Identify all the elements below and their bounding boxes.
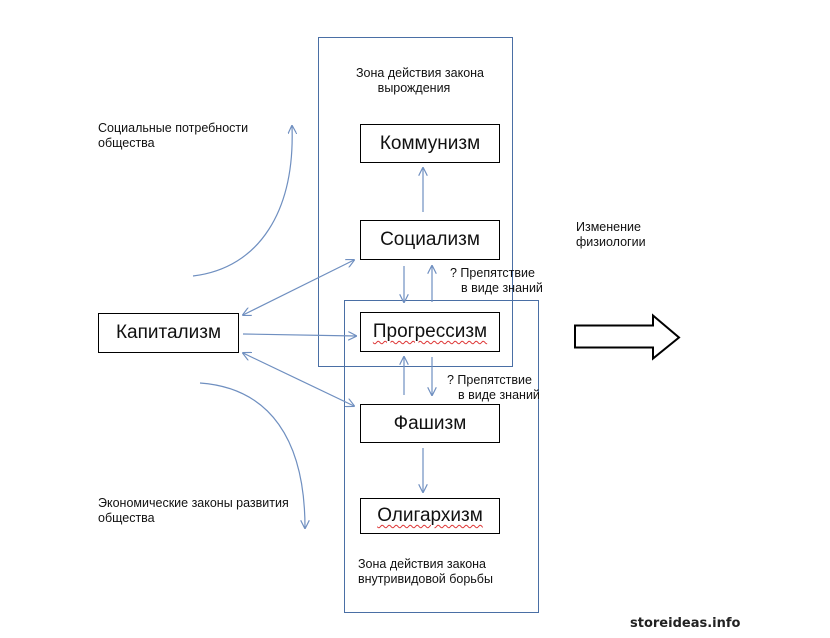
- intraspecies-zone-label-line2: внутривидовой борьбы: [358, 572, 493, 586]
- economic-laws-curve-arrow: [199, 382, 305, 528]
- arrow-capitalism-socialism: [243, 260, 354, 315]
- progressism-label: Прогрессизм: [372, 321, 488, 342]
- fascism-label: Фашизм: [393, 412, 467, 434]
- degeneration-zone-label-line1: Зона действия закона: [356, 66, 484, 80]
- oligarchism-box: Олигархизм: [360, 498, 500, 534]
- capitalism-box: Капитализм: [98, 313, 239, 353]
- intraspecies-zone-label-line1: Зона действия закона: [358, 557, 486, 571]
- social-needs-label-line1: Социальные потребности: [98, 121, 249, 135]
- big-right-arrow: [574, 313, 681, 361]
- social-needs-curve-arrow: [192, 126, 292, 277]
- economic-laws-label-line2: общества: [98, 511, 155, 525]
- degeneration-zone-frame: [318, 37, 513, 367]
- obstacle-upper-label-line1: ? Препятствие: [450, 266, 535, 280]
- obstacle-lower-label: ? Препятствие в виде знаний: [447, 373, 540, 403]
- social-needs-label-line2: общества: [98, 136, 155, 150]
- obstacle-upper-label: ? Препятствие в виде знаний: [450, 266, 543, 296]
- communism-label: Коммунизм: [379, 132, 481, 154]
- communism-box: Коммунизм: [360, 124, 500, 163]
- arrow-capitalism-to-progressism: [242, 334, 356, 336]
- oligarchism-label: Олигархизм: [377, 505, 483, 526]
- degeneration-zone-label: Зона действия закона вырождения: [356, 66, 484, 96]
- obstacle-lower-label-line2: в виде знаний: [458, 388, 540, 402]
- fascism-box: Фашизм: [360, 404, 500, 443]
- physiology-change-label-line2: физиологии: [576, 235, 646, 249]
- economic-laws-label-line1: Экономические законы развития: [98, 496, 289, 510]
- obstacle-upper-label-line2: в виде знаний: [461, 281, 543, 295]
- socialism-box: Социализм: [360, 220, 500, 260]
- economic-laws-label: Экономические законы развития общества: [98, 496, 289, 526]
- intraspecies-zone-label: Зона действия закона внутривидовой борьб…: [358, 557, 493, 587]
- socialism-label: Социализм: [380, 229, 480, 250]
- capitalism-label: Капитализм: [115, 322, 222, 343]
- arrow-capitalism-fascism: [243, 353, 354, 406]
- progressism-box: Прогрессизм: [360, 312, 500, 352]
- intraspecies-zone-frame: [344, 300, 539, 613]
- social-needs-label: Социальные потребности общества: [98, 121, 248, 151]
- obstacle-lower-label-line1: ? Препятствие: [447, 373, 532, 387]
- physiology-change-label-line1: Изменение: [576, 220, 641, 234]
- watermark-text: storeideas.info: [630, 616, 741, 631]
- physiology-change-label: Изменение физиологии: [576, 220, 646, 250]
- degeneration-zone-label-line2: вырождения: [377, 81, 451, 95]
